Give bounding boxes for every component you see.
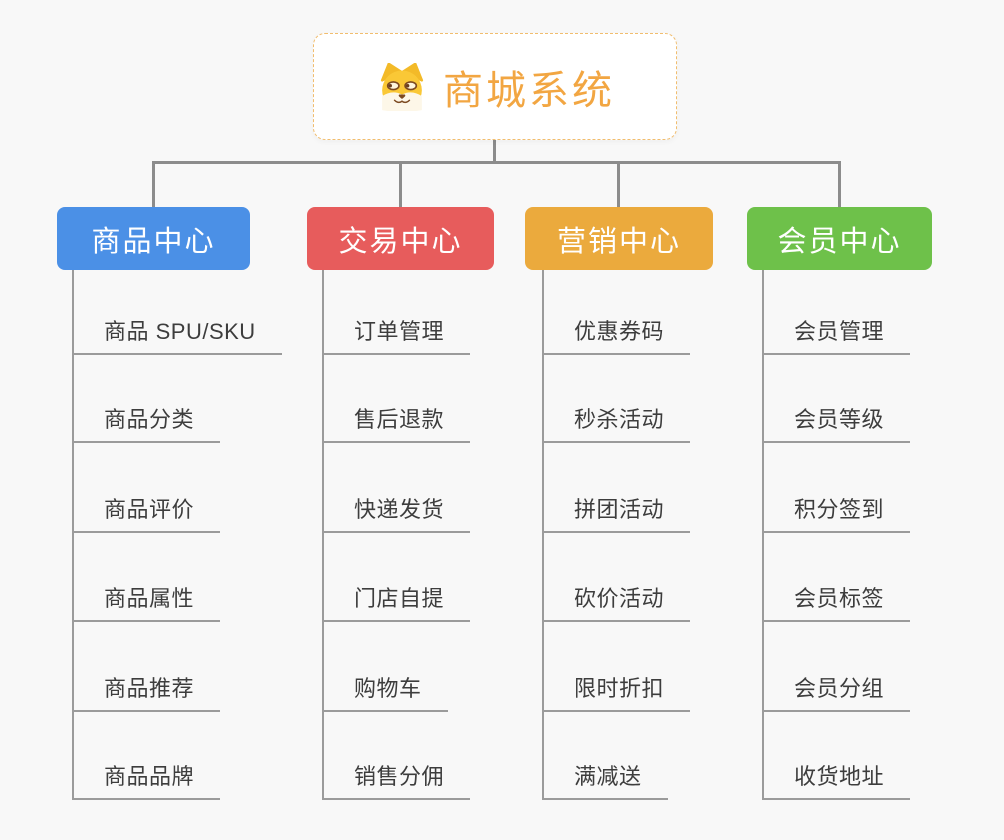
connector-drop-2	[399, 161, 402, 207]
root-node[interactable]: 商城系统	[313, 33, 677, 140]
leaf-item[interactable]: 销售分佣	[322, 764, 471, 800]
branch-node-marketing-center[interactable]: 营销中心	[525, 207, 713, 270]
leaf-item[interactable]: 满减送	[542, 764, 668, 800]
leaf-item[interactable]: 优惠券码	[542, 319, 691, 355]
leaf-item[interactable]: 拼团活动	[542, 497, 691, 533]
leaf-item[interactable]: 售后退款	[322, 407, 471, 443]
leaf-item[interactable]: 商品 SPU/SKU	[72, 319, 282, 355]
spine-line-3	[542, 270, 544, 800]
branch-node-trade-center[interactable]: 交易中心	[307, 207, 494, 270]
leaf-item[interactable]: 购物车	[322, 676, 448, 712]
leaf-item[interactable]: 订单管理	[322, 319, 471, 355]
leaf-item[interactable]: 会员分组	[762, 676, 911, 712]
connector-drop-1	[152, 161, 155, 207]
leaf-item[interactable]: 会员标签	[762, 586, 911, 622]
leaf-item[interactable]: 收货地址	[762, 764, 911, 800]
connector-drop-4	[838, 161, 841, 207]
leaf-item[interactable]: 限时折扣	[542, 676, 691, 712]
leaf-item[interactable]: 商品评价	[72, 497, 221, 533]
branch-node-member-center[interactable]: 会员中心	[747, 207, 932, 270]
leaf-item[interactable]: 砍价活动	[542, 586, 691, 622]
connector-drop-3	[617, 161, 620, 207]
leaf-item[interactable]: 商品品牌	[72, 764, 221, 800]
leaf-item[interactable]: 秒杀活动	[542, 407, 691, 443]
leaf-item[interactable]: 会员管理	[762, 319, 911, 355]
leaf-item[interactable]: 商品属性	[72, 586, 221, 622]
leaf-item[interactable]: 快递发货	[322, 497, 471, 533]
spine-line-1	[72, 270, 74, 800]
leaf-item[interactable]: 门店自提	[322, 586, 471, 622]
root-title: 商城系统	[443, 68, 615, 113]
connector-root-stem	[493, 140, 496, 163]
leaf-item[interactable]: 商品分类	[72, 407, 221, 443]
leaf-item[interactable]: 商品推荐	[72, 676, 221, 712]
connector-bus	[152, 161, 841, 164]
leaf-item[interactable]: 会员等级	[762, 407, 911, 443]
spine-line-2	[322, 270, 324, 800]
spine-line-4	[762, 270, 764, 800]
branch-node-product-center[interactable]: 商品中心	[57, 207, 250, 270]
dog-face-icon	[375, 62, 429, 111]
leaf-item[interactable]: 积分签到	[762, 497, 911, 533]
